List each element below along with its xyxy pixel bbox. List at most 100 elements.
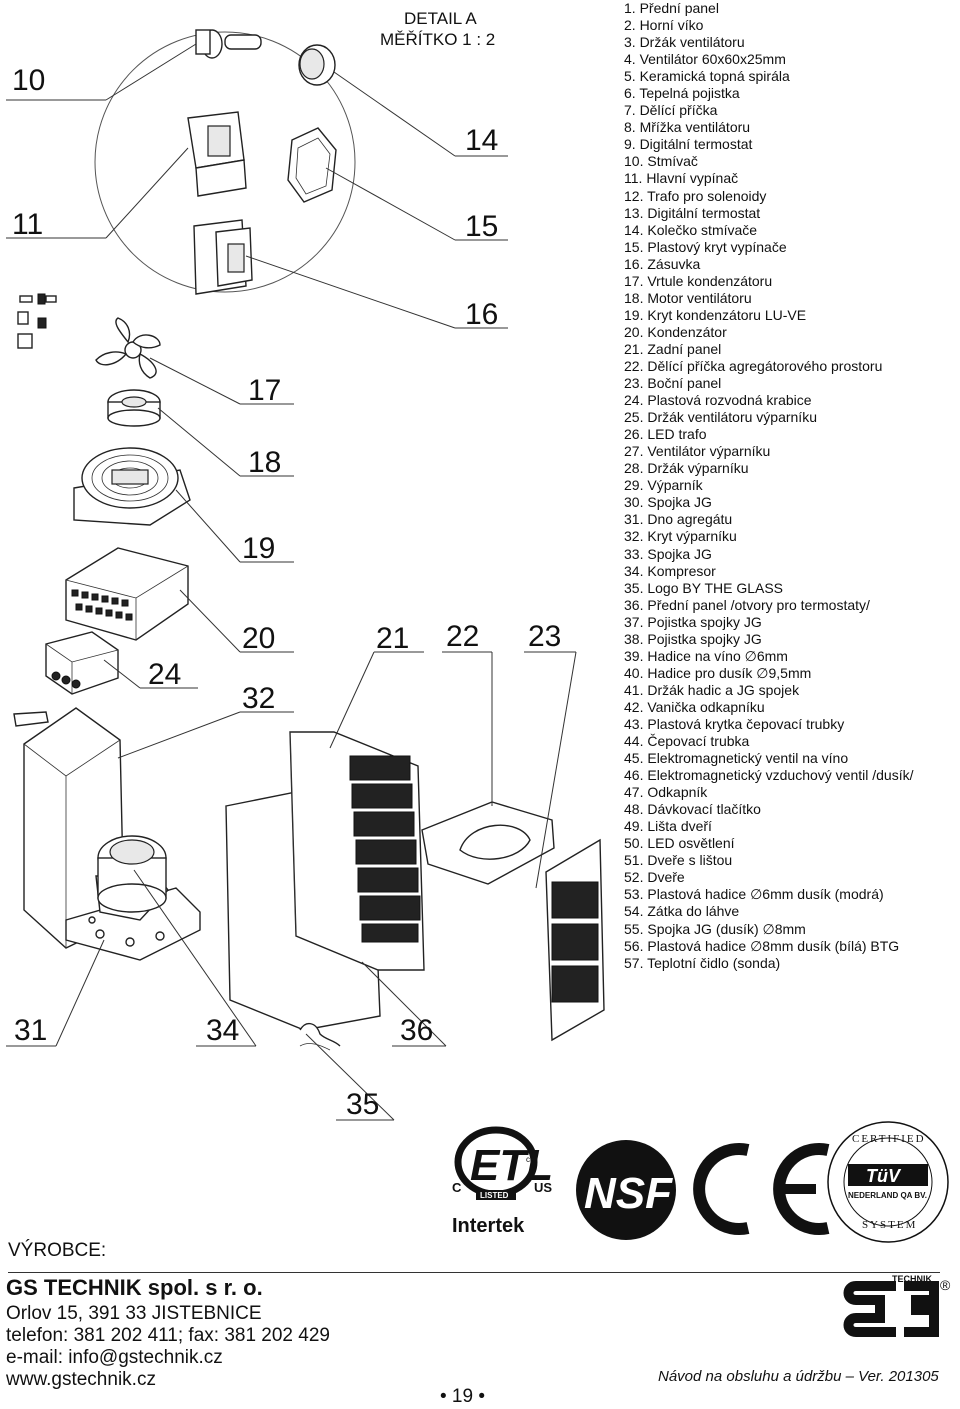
detail-scale: MĚŘÍTKO 1 : 2 (380, 30, 495, 49)
parts-list-item: 49. Lišta dveří (624, 818, 712, 835)
parts-list-item: 41. Držák hadic a JG spojek (624, 681, 800, 698)
nsf-mark: NSF (584, 1169, 673, 1218)
parts-list-item: 15. Plastový kryt vypínače (624, 238, 787, 255)
intertek-wordmark: Intertek (452, 1215, 525, 1237)
parts-list-item: 18. Motor ventilátoru (624, 289, 752, 306)
parts-list-item: 27. Ventilátor výparníku (624, 443, 771, 460)
nsf-logo: NSF (576, 1140, 676, 1240)
address-line: Orlov 15, 391 33 JISTEBNICE (6, 1303, 262, 1324)
parts-list-item: 29. Výparník (624, 477, 703, 494)
tuv-nederland-text: NEDERLAND QA BV. (848, 1191, 927, 1200)
callout-17: 17 (248, 374, 281, 407)
tuv-system-text: SYSTEM (862, 1219, 917, 1231)
page-number: • 19 • (440, 1386, 485, 1407)
parts-list-item: 48. Dávkovací tlačítko (624, 801, 761, 818)
parts-list-item: 4. Ventilátor 60x60x25mm (624, 51, 786, 68)
parts-list: 1. Přední panel 2. Horní víko 3. Držák v… (624, 0, 913, 972)
email-line[interactable]: e-mail: info@gstechnik.cz (6, 1347, 223, 1368)
etl-listed-label: LISTED (480, 1191, 509, 1200)
callout-34: 34 (206, 1014, 239, 1047)
tuv-certified-logo: CERTIFIED TüV NEDERLAND QA BV. SYSTEM (827, 1121, 949, 1243)
parts-list-item: 53. Plastová hadice ∅6mm dusík (modrá) (624, 886, 884, 903)
parts-list-item: 37. Pojistka spojky JG (624, 613, 762, 630)
callout-16: 16 (465, 298, 498, 331)
parts-list-item: 44. Čepovací trubka (624, 733, 750, 750)
refrigeration-unit-part (13, 707, 201, 961)
parts-list-item: 43. Plastová krytka čepovací trubky (624, 715, 845, 732)
condenser-part (65, 547, 189, 641)
parts-list-item: 16. Zásuvka (624, 255, 701, 272)
parts-list-item: 52. Dveře (624, 869, 685, 886)
back-panel-part (289, 731, 425, 971)
gs-technik-logo: GS TECHNIK ® (0, 0, 951, 1337)
parts-list-item: 47. Odkapník (624, 784, 708, 801)
parts-list-item: 12. Trafo pro solenoidy (624, 187, 767, 204)
parts-list-item: 24. Plastová rozvodná krabice (624, 392, 812, 409)
parts-list-item: 11. Hlavní vypínač (624, 170, 739, 187)
etl-intertek-logo: ETL C US c LISTED Intertek (452, 1126, 553, 1237)
parts-list-item: 46. Elektromagnetický vzduchový ventil /… (624, 767, 914, 784)
logo-by-the-glass-part (299, 1023, 341, 1051)
parts-list-item: 55. Spojka JG (dusík) ∅8mm (624, 920, 806, 937)
parts-list-item: 42. Vanička odkapníku (624, 698, 765, 715)
company-name: GS TECHNIK spol. s r. o. (6, 1275, 263, 1300)
gs-logo-mark: GS (0, 0, 2, 1)
ce-mark-logo: CE (0, 0, 830, 1235)
side-panel-part (545, 838, 605, 1042)
tuv-certified-text: CERTIFIED (852, 1133, 926, 1145)
junction-box-part (45, 631, 119, 695)
callout-31: 31 (14, 1014, 47, 1047)
dimmer-part (193, 219, 253, 295)
website-link[interactable]: www.gstechnik.cz (6, 1369, 156, 1390)
parts-list-item: 54. Zátka do láhve (624, 903, 740, 920)
parts-list-item: 30. Spojka JG (624, 494, 712, 511)
callout-19: 19 (242, 532, 275, 565)
company-address: Orlov 15, 391 33 JISTEBNICE telefon: 381… (6, 1303, 330, 1391)
parts-list-item: 50. LED osvětlení (624, 835, 735, 852)
parts-list-item: 20. Kondenzátor (624, 323, 727, 340)
parts-list-item: 51. Dveře s lištou (624, 852, 733, 869)
callout-15: 15 (465, 210, 498, 243)
parts-list-item: 8. Mřížka ventilátoru (624, 119, 751, 136)
svg-text:ETL: ETL (470, 1141, 553, 1190)
detail-a-circle (94, 31, 356, 293)
parts-list-item: 19. Kryt kondenzátoru LU-VE (624, 306, 807, 323)
company-divider (8, 1272, 940, 1273)
parts-list-item: 9. Digitální termostat (624, 136, 753, 153)
callout-21: 21 (376, 622, 409, 655)
etl-c-mark: C (452, 1180, 462, 1195)
parts-list-item: 5. Keramická topná spirála (624, 68, 790, 85)
etl-small-c: c (526, 1155, 530, 1164)
fan-motor-part (107, 389, 161, 427)
parts-list-item: 1. Přední panel (624, 0, 719, 16)
parts-list-item: 56. Plastová hadice ∅8mm dusík (bílá) BT… (624, 937, 900, 954)
parts-list-item: 7. Dělící příčka (624, 102, 718, 119)
main-switch-part (187, 111, 247, 197)
parts-list-item: 36. Přední panel /otvory pro termostaty/ (624, 596, 870, 613)
etl-us-mark: US (534, 1180, 552, 1195)
callout-10: 10 (12, 64, 45, 97)
ce-mark-text: CE (0, 0, 2, 1)
parts-list-item: 23. Boční panel (624, 375, 722, 392)
parts-list-item: 28. Držák výparníku (624, 460, 749, 477)
callout-24: 24 (148, 658, 181, 691)
callout-36: 36 (400, 1014, 433, 1047)
condenser-cover-part (73, 447, 191, 526)
parts-list-item: 40. Hadice pro dusík ∅9,5mm (624, 664, 812, 681)
parts-list-item: 33. Spojka JG (624, 545, 712, 562)
gs-logo-tagline: TECHNIK (892, 1274, 932, 1284)
parts-list-item: 32. Kryt výparníku (624, 528, 737, 545)
callout-leaders (6, 43, 577, 1121)
parts-list-item: 14. Kolečko stmívače (624, 221, 758, 238)
phone-fax-line: telefon: 381 202 411; fax: 381 202 429 (6, 1325, 330, 1346)
parts-list-item: 45. Elektromagnetický ventil na víno (624, 750, 849, 767)
document-title-footer: Návod na obsluhu a údržbu – Ver. 201305 (658, 1368, 939, 1385)
parts-list-item: 3. Držák ventilátoru (624, 34, 745, 51)
switch-cover-part (287, 127, 337, 203)
callout-35: 35 (346, 1088, 379, 1121)
small-fasteners-part (17, 293, 57, 349)
callout-11: 11 (12, 208, 43, 241)
callout-14: 14 (465, 124, 498, 157)
callout-18: 18 (248, 446, 281, 479)
detail-title: DETAIL A (404, 9, 477, 28)
